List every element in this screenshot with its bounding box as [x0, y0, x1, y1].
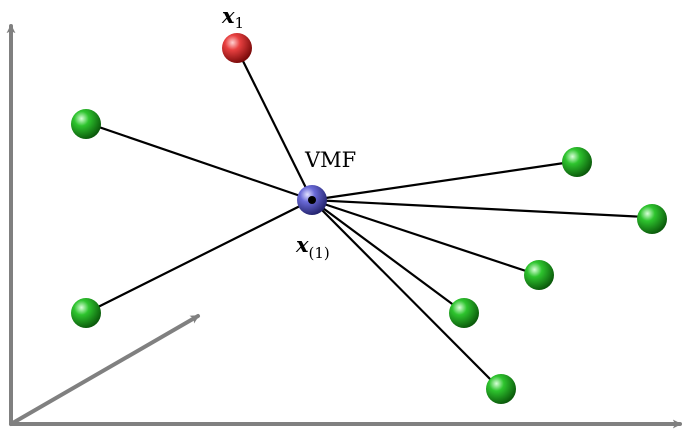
- sample-point-1: [71, 109, 101, 139]
- arrow-to-sample-5: [311, 198, 533, 275]
- points: [71, 33, 667, 404]
- sample-point-7: [486, 374, 516, 404]
- arrow-to-sample-6: [311, 199, 460, 310]
- sample-point-2: [71, 298, 101, 328]
- outlier-label: x1: [221, 3, 244, 32]
- axes: [6, 24, 682, 429]
- center-title-label: VMF: [304, 148, 356, 172]
- arrow-to-sample-7: [311, 199, 497, 386]
- center-dot: [308, 196, 316, 204]
- arrow-to-sample-3: [311, 159, 572, 202]
- arrow-to-outlier: [238, 52, 313, 201]
- direction-arrows: [89, 52, 647, 386]
- sample-point-6: [449, 298, 479, 328]
- center-point-label: x(1): [295, 232, 330, 262]
- outlier-point: [222, 33, 252, 63]
- arrow-to-sample-1: [89, 122, 313, 202]
- sample-point-4: [637, 204, 667, 234]
- z-axis: [9, 314, 200, 426]
- sample-point-3: [562, 147, 592, 177]
- sample-point-5: [524, 260, 554, 290]
- arrow-to-sample-4: [311, 198, 647, 221]
- arrow-to-sample-2: [89, 199, 313, 312]
